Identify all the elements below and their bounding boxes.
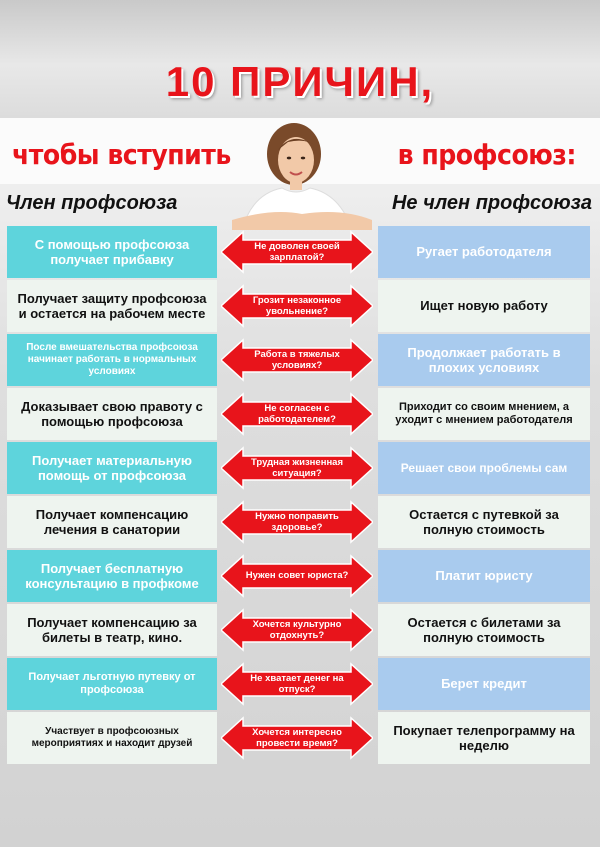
double-arrow-icon bbox=[221, 716, 373, 760]
nonmember-outcome: Ищет новую работу bbox=[378, 280, 590, 332]
member-benefit: Доказывает свою правоту с помощью профсо… bbox=[7, 388, 217, 440]
column-header-nonmember: Не член профсоюза bbox=[391, 192, 592, 214]
member-benefit: Участвует в профсоюзных мероприятиях и н… bbox=[7, 712, 217, 764]
nonmember-outcome: Покупает телепрограмму на неделю bbox=[378, 712, 590, 764]
nonmember-outcome: Платит юристу bbox=[378, 550, 590, 602]
double-arrow-icon bbox=[221, 338, 373, 382]
question-text: Нужно поправить здоровье? bbox=[255, 510, 339, 533]
question-text: Не согласен с работодателем? bbox=[258, 402, 336, 425]
double-arrow-icon bbox=[221, 608, 373, 652]
column-header-member: Член профсоюза bbox=[6, 192, 178, 214]
question-arrow: Хочется культурно отдохнуть? bbox=[221, 608, 373, 652]
double-arrow-icon bbox=[221, 446, 373, 490]
member-benefit: Получает материальную помощь от профсоюз… bbox=[7, 442, 217, 494]
nonmember-outcome: Продолжает работать в плохих условиях bbox=[378, 334, 590, 386]
nonmember-outcome: Решает свои проблемы сам bbox=[378, 442, 590, 494]
member-benefit: После вмешательства профсоюза начинает р… bbox=[7, 334, 217, 386]
member-benefit: Получает защиту профсоюза и остается на … bbox=[7, 280, 217, 332]
double-arrow-icon bbox=[221, 284, 373, 328]
top-band bbox=[0, 0, 600, 118]
question-text: Хочется культурно отдохнуть? bbox=[252, 618, 342, 641]
question-text: Нужен совет юриста? bbox=[245, 570, 349, 582]
question-text: Трудная жизненная ситуация? bbox=[250, 456, 344, 479]
member-benefit: Получает компенсацию лечения в санатории bbox=[7, 496, 217, 548]
member-benefit: Получает льготную путевку от профсоюза bbox=[7, 658, 217, 710]
question-arrow: Грозит незаконное увольнение? bbox=[221, 284, 373, 328]
question-text: Грозит незаконное увольнение? bbox=[252, 294, 342, 317]
double-arrow-icon bbox=[221, 392, 373, 436]
double-arrow-icon bbox=[221, 554, 373, 598]
question-arrow: Не доволен своей зарплатой? bbox=[221, 230, 373, 274]
question-arrow: Нужно поправить здоровье? bbox=[221, 500, 373, 544]
question-arrow: Не согласен с работодателем? bbox=[221, 392, 373, 436]
question-arrow: Трудная жизненная ситуация? bbox=[221, 446, 373, 490]
question-text: Не хватает денег на отпуск? bbox=[250, 672, 344, 695]
question-text: Работа в тяжелых условиях? bbox=[254, 348, 340, 371]
member-benefit: Получает бесплатную консультацию в профк… bbox=[7, 550, 217, 602]
nonmember-outcome: Ругает работодателя bbox=[378, 226, 590, 278]
question-text: Не доволен своей зарплатой? bbox=[254, 240, 340, 263]
double-arrow-icon bbox=[221, 230, 373, 274]
subtitle-right: в профсоюз: bbox=[397, 138, 577, 171]
question-arrow: Не хватает денег на отпуск? bbox=[221, 662, 373, 706]
subtitle-left: чтобы вступить bbox=[12, 138, 231, 171]
double-arrow-icon bbox=[221, 662, 373, 706]
nonmember-outcome: Остается с билетами за полную стоимость bbox=[378, 604, 590, 656]
woman-illustration bbox=[232, 123, 372, 230]
question-arrow: Работа в тяжелых условиях? bbox=[221, 338, 373, 382]
nonmember-outcome: Приходит со своим мнением, а уходит с мн… bbox=[378, 388, 590, 440]
page-title: 10 ПРИЧИН, bbox=[165, 58, 435, 105]
nonmember-outcome: Остается с путевкой за полную стоимость bbox=[378, 496, 590, 548]
question-arrow: Нужен совет юриста? bbox=[221, 554, 373, 598]
member-benefit: Получает компенсацию за билеты в театр, … bbox=[7, 604, 217, 656]
member-benefit: С помощью профсоюза получает прибавку bbox=[7, 226, 217, 278]
double-arrow-icon bbox=[221, 500, 373, 544]
nonmember-outcome: Берет кредит bbox=[378, 658, 590, 710]
question-arrow: Хочется интересно провести время? bbox=[221, 716, 373, 760]
question-text: Хочется интересно провести время? bbox=[252, 726, 342, 749]
